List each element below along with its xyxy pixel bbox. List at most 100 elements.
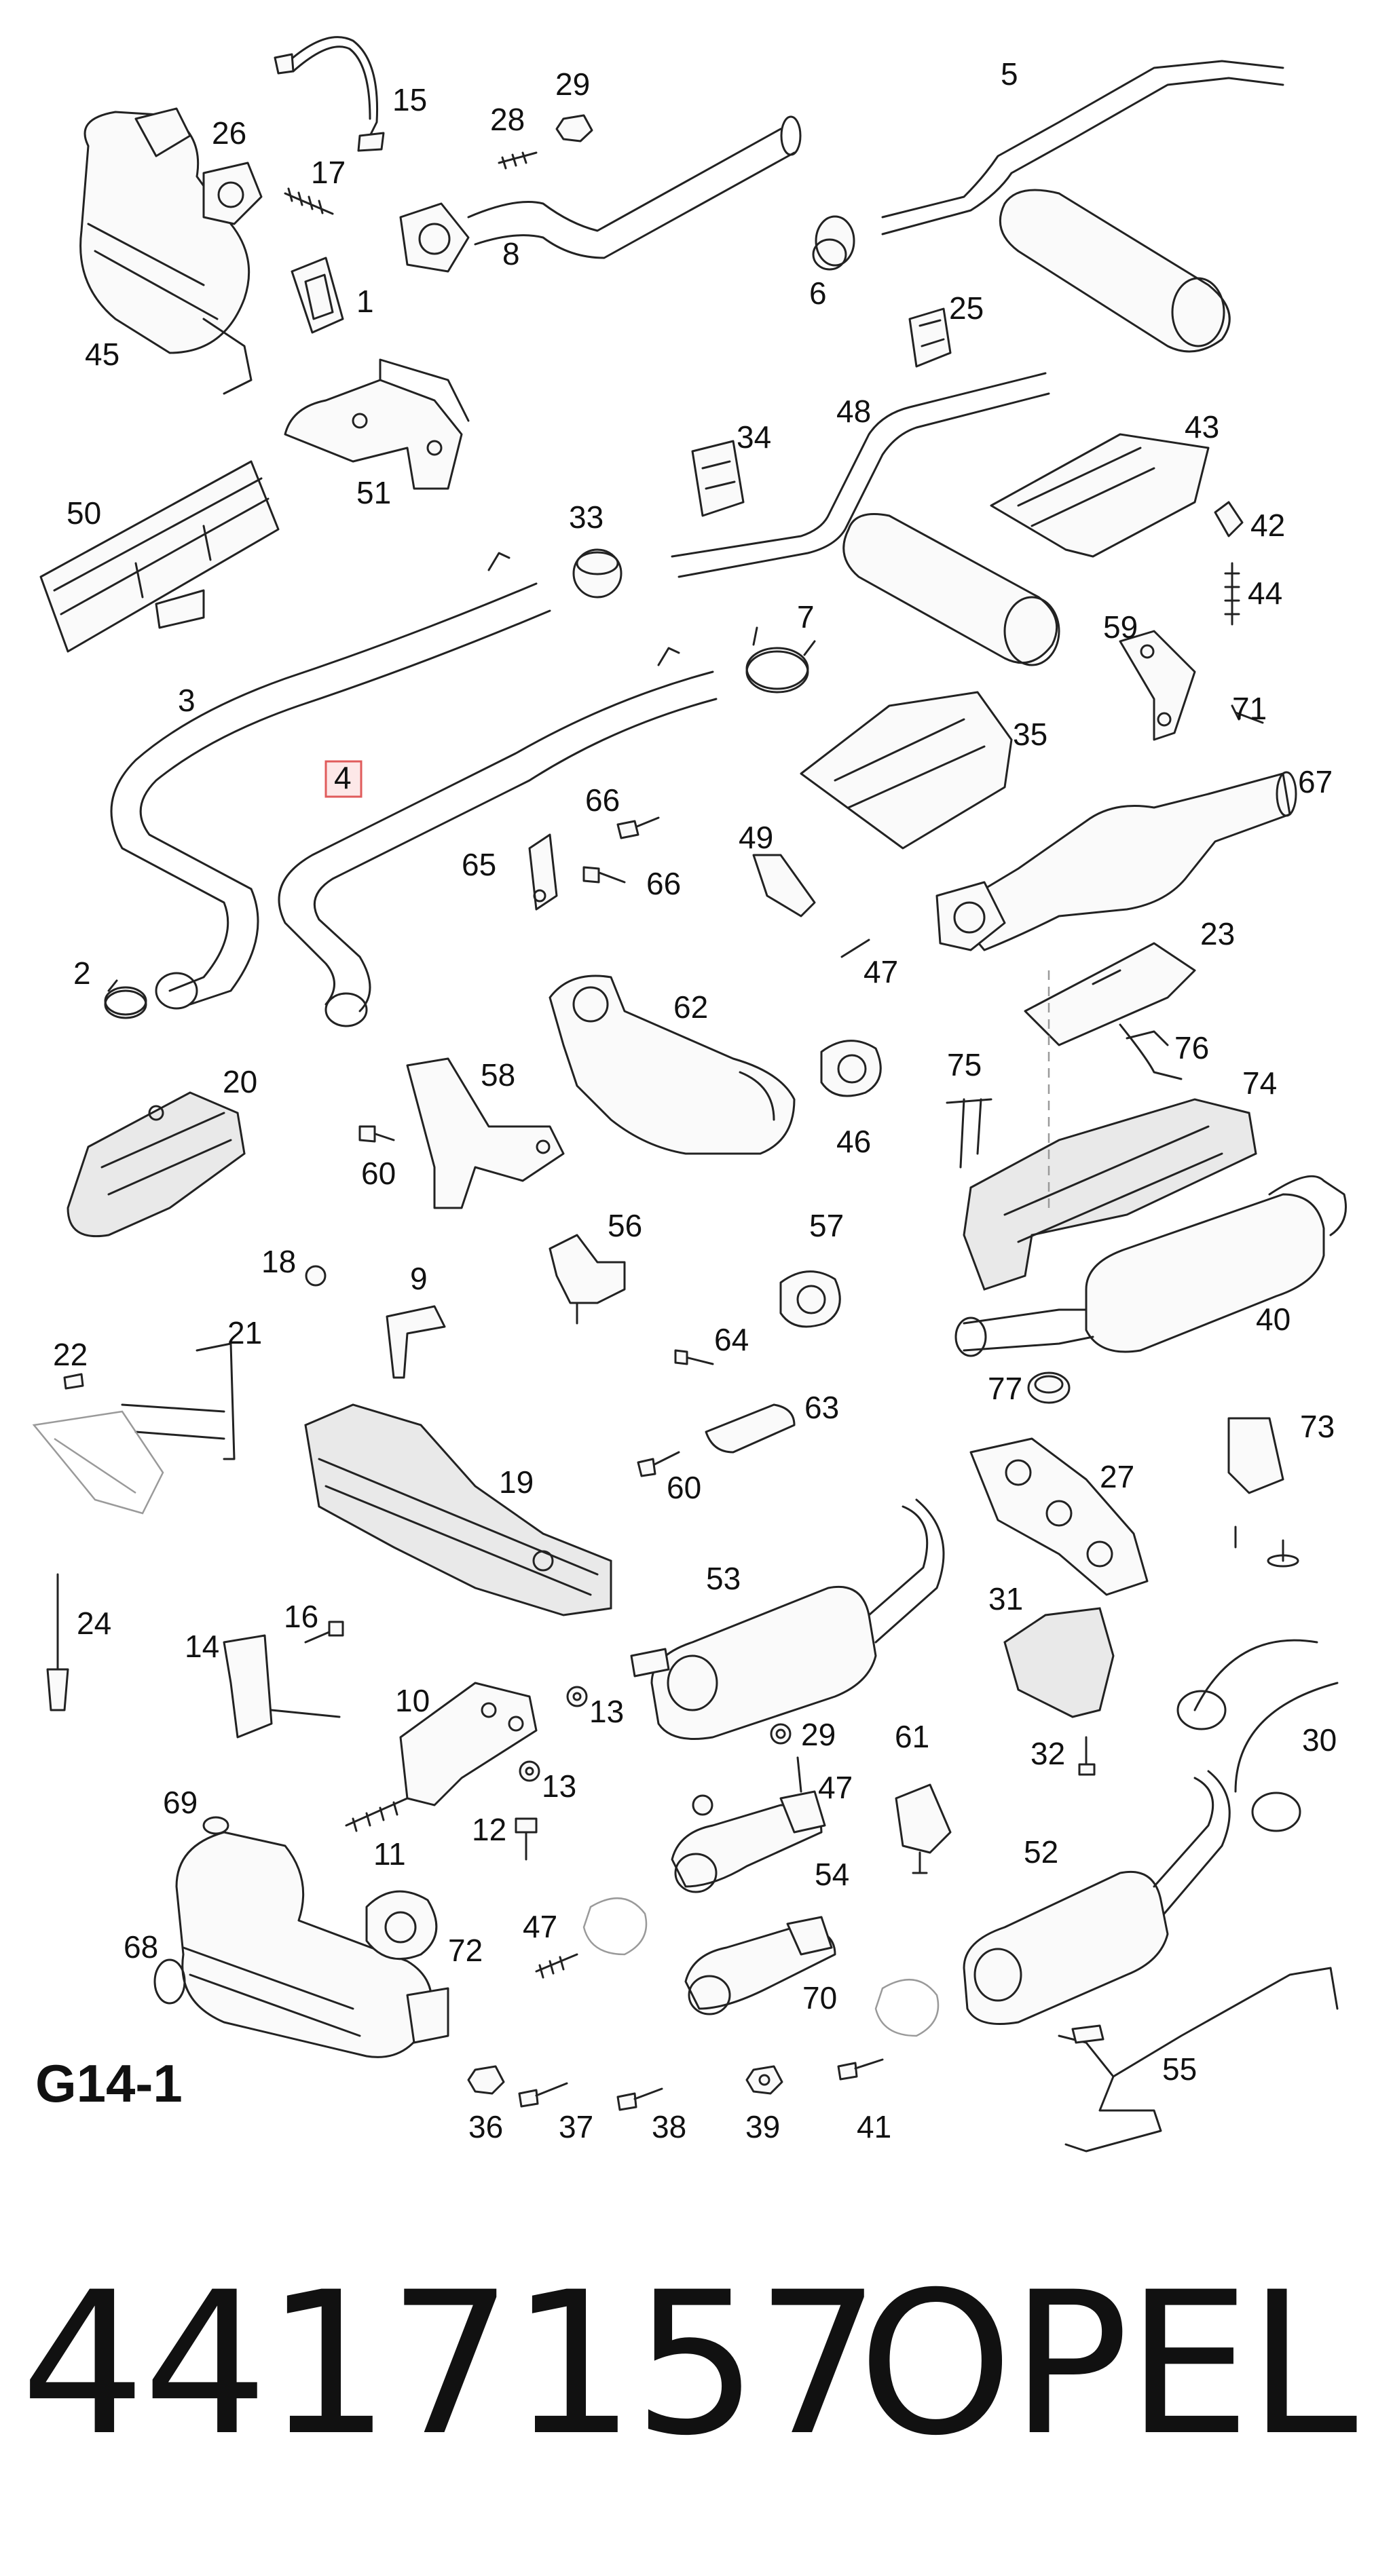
part-39-nut[interactable] (745, 2065, 783, 2095)
callout-label[interactable]: 73 (1300, 1409, 1335, 1444)
part-63-flex-pipe[interactable] (705, 1403, 796, 1454)
callout-label[interactable]: 42 (1250, 508, 1285, 543)
part-49-bracket[interactable] (752, 854, 816, 917)
callout-label[interactable]: 3 (178, 683, 196, 718)
callout-label[interactable]: 72 (448, 1933, 483, 1968)
part-60-bolt-b[interactable] (637, 1451, 680, 1477)
callout-label[interactable]: 47 (818, 1770, 853, 1805)
callout-label[interactable]: 6 (809, 276, 827, 311)
part-41-bolt[interactable] (837, 2058, 884, 2081)
callout-label[interactable]: 21 (227, 1315, 262, 1350)
part-38-bolt[interactable] (616, 2087, 663, 2111)
part-62-downpipe[interactable] (549, 974, 796, 1155)
callout-label[interactable]: 69 (163, 1785, 198, 1820)
part-7-clamp[interactable] (745, 626, 816, 694)
part-25-hanger[interactable] (908, 307, 952, 368)
callout-label[interactable]: 41 (857, 2109, 891, 2144)
part-53-muffler[interactable] (630, 1498, 945, 1740)
part-48-pipe-muffler[interactable] (671, 372, 1060, 666)
part-77-clamp[interactable] (1027, 1371, 1071, 1404)
callout-label[interactable]: 32 (1030, 1736, 1065, 1771)
callout-label[interactable]: 19 (499, 1464, 534, 1500)
callout-label[interactable]: 31 (988, 1581, 1023, 1616)
part-4-pipe[interactable] (278, 647, 718, 1027)
callout-label[interactable]: 39 (745, 2109, 780, 2144)
callout-label[interactable]: 51 (356, 475, 391, 510)
callout-label[interactable]: 43 (1185, 409, 1219, 444)
part-13-washer-b[interactable] (519, 1760, 540, 1782)
callout-label[interactable]: 54 (815, 1857, 849, 1892)
part-75-bracket[interactable] (946, 1098, 992, 1169)
part-18-nut[interactable] (305, 1265, 327, 1287)
part-23-bracket[interactable] (1024, 942, 1196, 1046)
callout-label[interactable]: 71 (1232, 691, 1267, 726)
callout-label[interactable]: 1 (356, 284, 374, 319)
callout-label[interactable]: 16 (284, 1599, 318, 1634)
part-74-heat-shield[interactable] (963, 970, 1257, 1291)
part-8-pipe[interactable] (399, 115, 802, 273)
part-19-heat-shield[interactable] (304, 1403, 612, 1616)
callout-label[interactable]: 59 (1103, 609, 1138, 645)
part-37-bolt[interactable] (518, 2082, 568, 2108)
callout-label[interactable]: 40 (1256, 1302, 1291, 1337)
part-66-bolt-b[interactable] (582, 866, 626, 884)
callout-label[interactable]: 46 (836, 1124, 871, 1159)
callout-label[interactable]: 17 (311, 155, 346, 190)
callout-label[interactable]: 67 (1298, 764, 1333, 799)
callout-label[interactable]: 60 (361, 1156, 396, 1191)
part-28-stud[interactable] (498, 151, 538, 170)
callout-label[interactable]: 4 (334, 760, 352, 795)
callout-label[interactable]: 34 (737, 419, 771, 455)
part-9-bracket[interactable] (386, 1305, 446, 1379)
callout-label[interactable]: 50 (67, 495, 101, 531)
part-54-flex-pipe[interactable] (671, 1790, 826, 1893)
callout-label[interactable]: 55 (1162, 2051, 1197, 2087)
part-13-washer-a[interactable] (566, 1686, 588, 1707)
part-59-bracket[interactable] (1119, 630, 1196, 741)
callout-label[interactable]: 75 (947, 1047, 982, 1082)
callout-label[interactable]: 37 (559, 2109, 593, 2144)
part-29-nut-lower[interactable] (770, 1723, 792, 1745)
callout-label[interactable]: 36 (468, 2109, 503, 2144)
part-70-flex-pipe[interactable] (684, 1916, 836, 2015)
callout-label[interactable]: 27 (1100, 1459, 1134, 1494)
callout-label[interactable]: 18 (261, 1244, 296, 1279)
callout-label[interactable]: 26 (212, 115, 246, 151)
part-47-stud-c[interactable] (535, 1953, 578, 1979)
part-22-clip[interactable] (63, 1373, 84, 1390)
part-56-hanger[interactable] (549, 1234, 626, 1325)
part-57-gasket[interactable] (779, 1270, 841, 1328)
part-73-mount[interactable] (1227, 1417, 1299, 1568)
part-2-clamp[interactable] (104, 979, 147, 1019)
callout-label[interactable]: 52 (1024, 1834, 1058, 1870)
callout-label[interactable]: 57 (809, 1208, 844, 1243)
part-72-gasket[interactable] (365, 1890, 438, 1961)
part-61-mount[interactable] (895, 1783, 952, 1874)
part-10-bracket[interactable] (399, 1682, 538, 1806)
part-43-heat-shield[interactable] (990, 433, 1210, 558)
callout-label[interactable]: 13 (542, 1768, 576, 1804)
callout-label[interactable]: 76 (1174, 1030, 1209, 1065)
part-20-heat-shield[interactable] (67, 1091, 246, 1238)
part-15-strap[interactable] (274, 36, 385, 152)
callout-label[interactable]: 77 (988, 1371, 1022, 1406)
callout-label[interactable]: 64 (714, 1322, 749, 1357)
callout-label[interactable]: 25 (949, 290, 984, 326)
part-47-stud-b[interactable] (796, 1756, 802, 1793)
part-69-plug[interactable] (202, 1816, 229, 1835)
callout-label[interactable]: 29 (555, 67, 590, 102)
part-31-heat-shield[interactable] (1003, 1607, 1115, 1718)
part-46-gasket[interactable] (820, 1040, 882, 1097)
callout-label[interactable]: 8 (502, 236, 520, 271)
part-29-nut-mid[interactable] (692, 1794, 713, 1816)
callout-label[interactable]: 63 (804, 1390, 839, 1425)
callout-label[interactable]: 5 (1001, 56, 1018, 92)
callout-label[interactable]: 60 (667, 1470, 701, 1505)
part-52-muffler[interactable] (963, 1770, 1231, 2025)
callout-label[interactable]: 2 (73, 955, 91, 991)
part-11-stud[interactable] (345, 1797, 409, 1832)
part-3-pipe[interactable] (110, 552, 551, 1010)
part-30-hose[interactable] (1176, 1639, 1339, 1832)
part-40-muffler[interactable] (954, 1175, 1347, 1357)
callout-label[interactable]: 68 (124, 1929, 158, 1965)
